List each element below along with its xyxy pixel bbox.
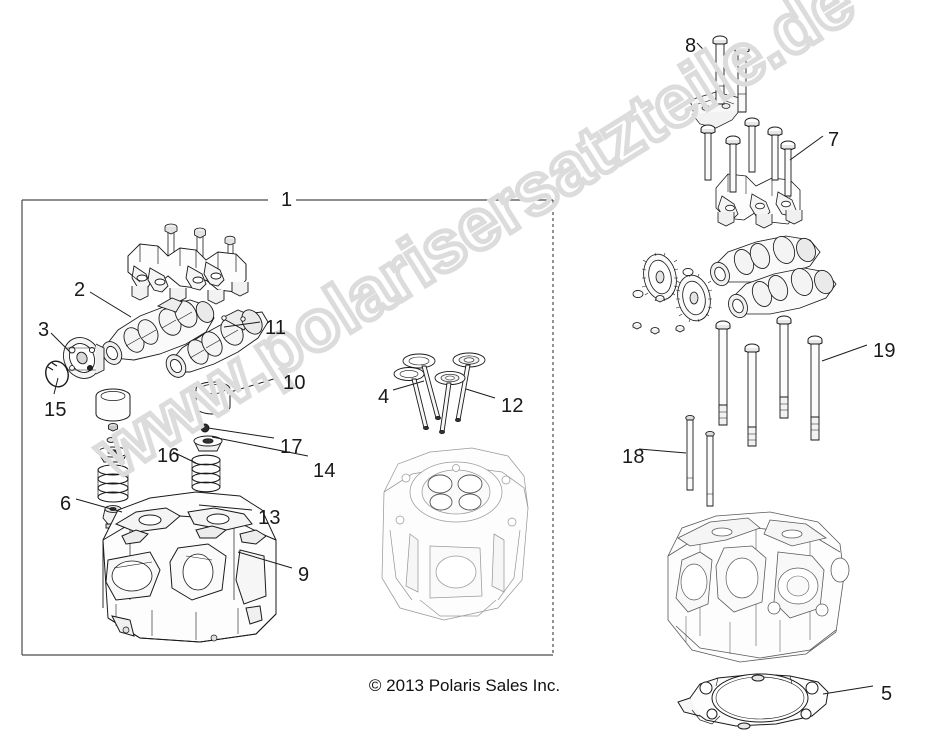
small-bolt [685, 414, 695, 491]
long-head-bolt [734, 43, 750, 113]
leader-line-19 [821, 344, 868, 362]
cylinder-head-body [102, 491, 277, 643]
camshaft-intake [101, 297, 215, 365]
copyright-notice: © 2013 Polaris Sales Inc. [368, 676, 561, 695]
head-bolt [776, 315, 792, 419]
callout-12: 12 [501, 395, 524, 417]
callout-18: 18 [622, 446, 645, 468]
leader-line-10 [226, 377, 278, 394]
valve-spring-retainer [193, 435, 223, 452]
callout-9: 9 [298, 564, 310, 586]
leader-line-4 [392, 380, 425, 391]
rocker-shaft-bolt [700, 124, 716, 181]
head-gasket [677, 673, 829, 730]
small-bolt-group [685, 414, 715, 507]
camshaft-exhaust [165, 309, 269, 378]
cylinder-head-ghost-bottom-view [381, 447, 529, 621]
callout-11: 11 [265, 317, 287, 339]
callout-8: 8 [685, 35, 697, 57]
leader-line-2 [89, 291, 132, 318]
leader-line-12 [465, 388, 496, 399]
leader-line-6 [75, 498, 123, 513]
rocker-shaft-bolt-group [700, 117, 796, 197]
valve-spring [191, 454, 221, 493]
valve-lifter-bucket [95, 381, 231, 422]
leader-line-3 [50, 332, 71, 353]
leader-line-16 [172, 451, 197, 464]
leader-line-18 [638, 448, 687, 454]
callout-1: 1 [281, 189, 293, 211]
leader-line-11 [223, 321, 261, 328]
retaining-ring [45, 360, 69, 388]
callout-2: 2 [74, 279, 86, 301]
rocker-shaft-bolt [780, 140, 796, 197]
cam-sprocket-hub [62, 337, 105, 379]
leader-line-13 [198, 504, 253, 511]
cam-sprocket-b [675, 273, 713, 323]
intake-valve [393, 353, 441, 431]
callout-14: 14 [313, 460, 336, 482]
callout-16: 16 [157, 445, 180, 467]
cam-sprocket-a [641, 252, 679, 302]
head-bolt [807, 335, 823, 441]
callout-17: 17 [280, 436, 303, 458]
callout-19: 19 [873, 340, 896, 362]
leader-line-15 [53, 377, 59, 395]
rocker-shaft-bolt [725, 135, 741, 193]
leader-line-14 [211, 436, 309, 457]
callout-7: 7 [828, 129, 840, 151]
leader-lines [50, 42, 874, 695]
assembly-frame [21, 199, 554, 656]
leader-line-7 [789, 135, 824, 161]
rocker-shaft-bolt [744, 117, 760, 173]
head-bolt [715, 320, 731, 426]
exhaust-valve [434, 352, 486, 435]
leader-line-8 [696, 42, 717, 64]
callout-3: 3 [38, 319, 50, 341]
camshafts-right-exploded [632, 235, 837, 335]
cylinder-head-right-view [667, 511, 850, 663]
leader-line-5 [822, 685, 874, 695]
rocker-arm-assembly [127, 223, 249, 305]
callout-13: 13 [258, 507, 281, 529]
callout-10: 10 [283, 372, 306, 394]
head-bolt [744, 343, 760, 447]
leader-line-9 [237, 551, 293, 569]
callout-4: 4 [378, 386, 390, 408]
leader-line-17 [207, 427, 275, 439]
long-head-bolt [712, 35, 728, 105]
small-bolt [705, 430, 715, 507]
head-bolt-group [715, 315, 823, 447]
rocker-shaft-bolt [767, 126, 783, 181]
callout-5: 5 [881, 683, 893, 705]
long-head-bolt-group [712, 35, 750, 113]
callout-6: 6 [60, 493, 72, 515]
callout-15: 15 [44, 399, 67, 421]
valves [393, 352, 486, 435]
valve-keeper [200, 423, 210, 433]
